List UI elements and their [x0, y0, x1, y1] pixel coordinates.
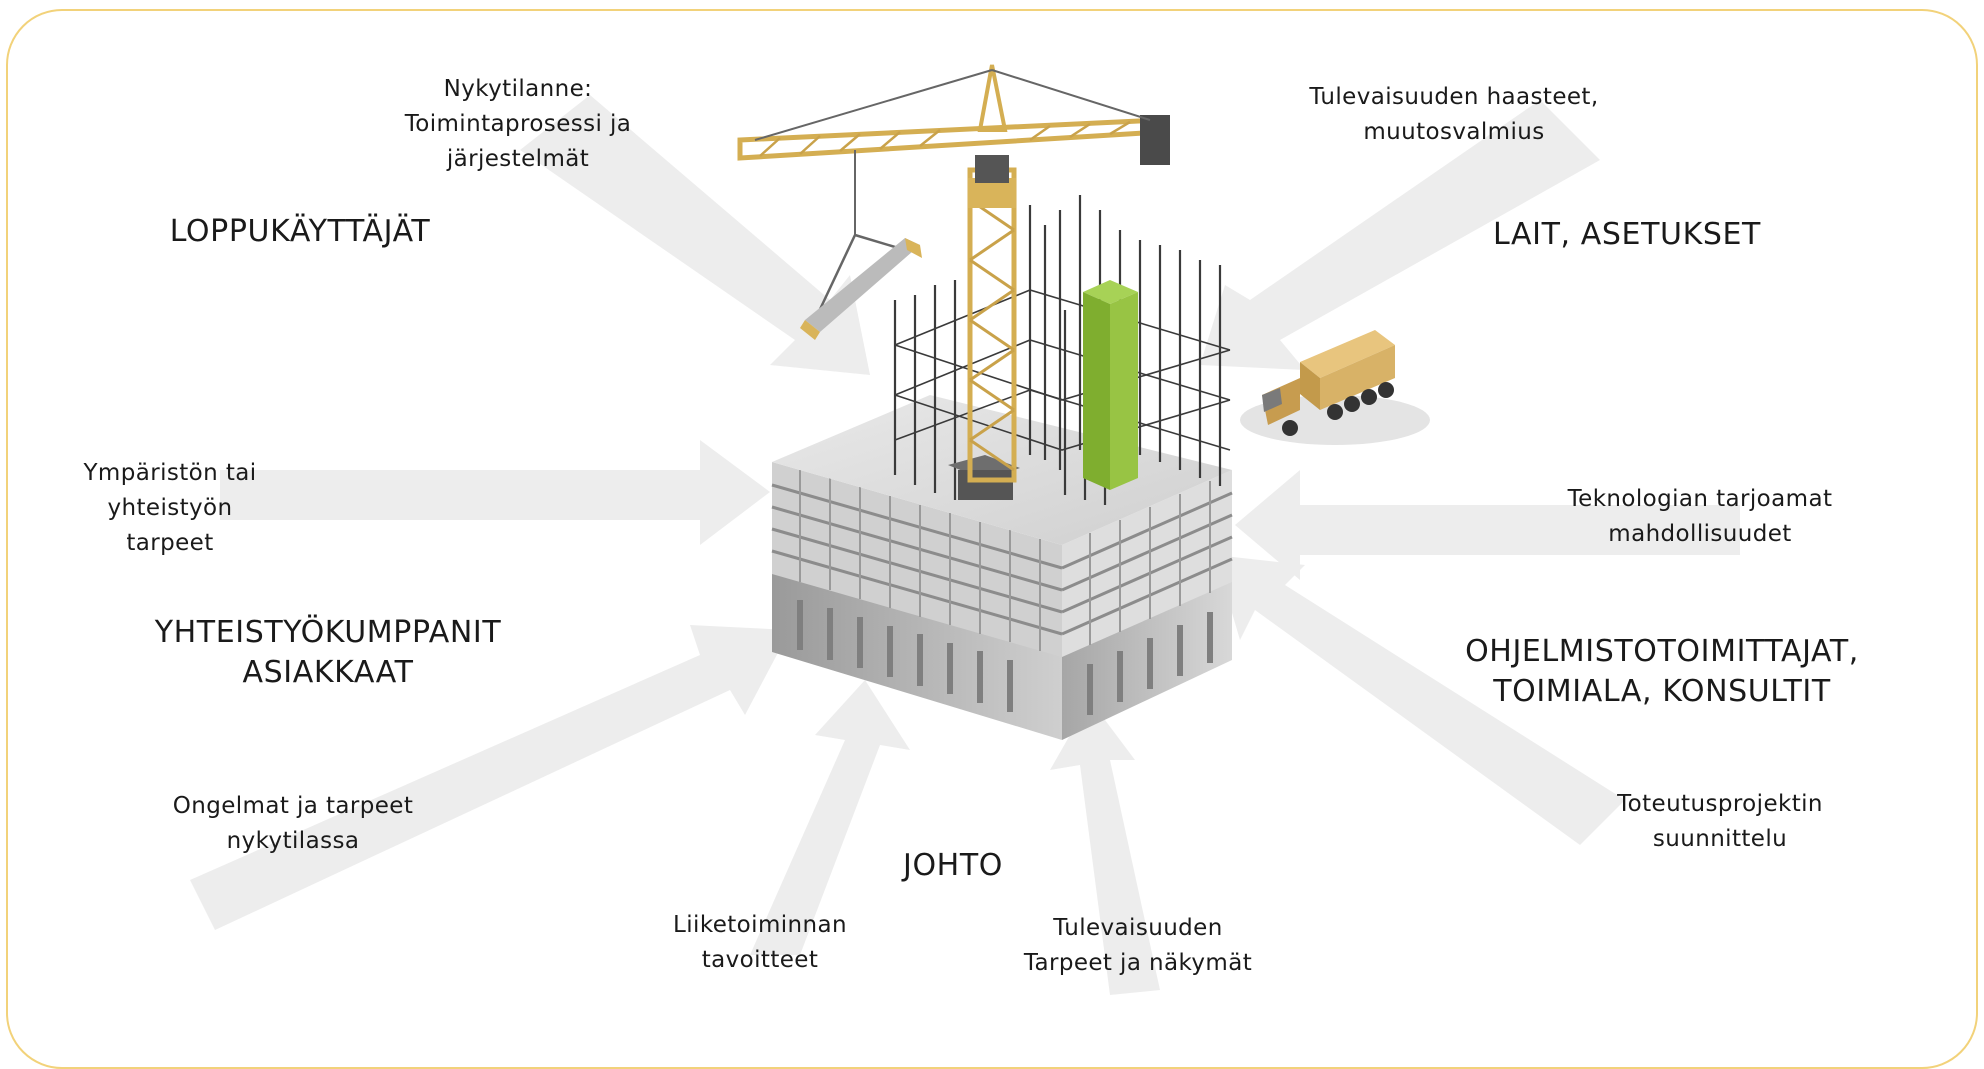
arrow-bottom-center-left: [750, 680, 910, 955]
label-johto: JOHTO: [903, 848, 1003, 883]
arrow-top-right: [1200, 100, 1600, 370]
label-liiketoiminta: Liiketoiminnan tavoitteet: [673, 912, 847, 973]
label-teknologia: Teknologian tarjoamat mahdollisuudet: [1567, 486, 1833, 547]
input-arrows: [190, 95, 1740, 995]
arrow-left: [220, 440, 770, 545]
label-nykytilanne: Nykytilanne: Toimintaprosessi ja järjest…: [404, 76, 632, 172]
label-toteutusprojekti: Toteutusprojektin suunnittelu: [1617, 791, 1823, 852]
arrow-top-left: [520, 95, 870, 375]
arrow-right: [1235, 470, 1740, 580]
arrow-lower-left: [190, 625, 790, 930]
tower-crane: [737, 64, 1170, 500]
arrow-lower-right: [1215, 555, 1625, 845]
label-loppukayttajat: LOPPUKÄYTTÄJÄT: [169, 214, 431, 249]
diagram-illustration: [190, 64, 1740, 995]
label-tulevaisuuden-tarpeet: Tulevaisuuden Tarpeet ja näkymät: [1023, 915, 1253, 976]
label-lait-asetukset: LAIT, ASETUKSET: [1493, 217, 1761, 252]
arrow-bottom-center-right: [1050, 700, 1160, 995]
label-ohjelmistotoimittajat: OHJELMISTOTOIMITTAJAT, TOIMIALA, KONSULT…: [1465, 634, 1859, 709]
label-yhteistyokumppanit: YHTEISTYÖKUMPPANIT ASIAKKAAT: [154, 615, 502, 690]
label-ymparisto: Ympäristön tai yhteistyön tarpeet: [83, 460, 257, 556]
label-tulevaisuuden-haasteet: Tulevaisuuden haasteet, muutosvalmius: [1309, 84, 1599, 145]
label-ongelmat: Ongelmat ja tarpeet nykytilassa: [172, 793, 414, 854]
delivery-truck: [1240, 330, 1430, 445]
